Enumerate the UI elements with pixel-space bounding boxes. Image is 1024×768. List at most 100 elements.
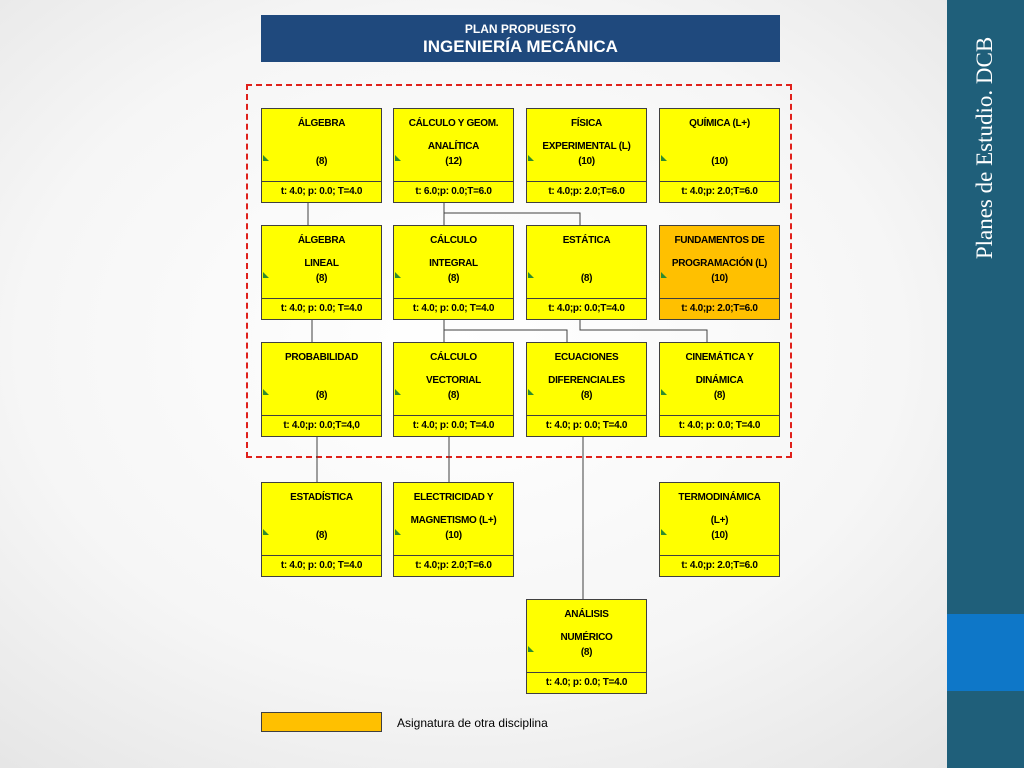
- course-hours: t: 4.0; p: 0.0; T=4.0: [527, 415, 646, 436]
- course-name-line2: LINEAL: [304, 258, 339, 269]
- course-name: CINEMÁTICA Y: [685, 352, 754, 363]
- comment-marker-icon: [661, 529, 667, 535]
- comment-marker-icon: [661, 389, 667, 395]
- course-name: CÁLCULO Y GEOM.: [408, 118, 499, 129]
- course-name-line2: INTEGRAL: [429, 258, 478, 269]
- header-subtitle: PLAN PROPUESTO: [464, 22, 577, 36]
- course-hours: t: 4.0;p: 2.0;T=6.0: [660, 181, 779, 202]
- course-name: CÁLCULO: [430, 235, 477, 246]
- course-credits: (8): [315, 390, 328, 401]
- course-name: ESTADÍSTICA: [290, 492, 353, 503]
- header-title: INGENIERÍA MECÁNICA: [423, 37, 618, 56]
- course-name-line2: PROGRAMACIÓN (L): [671, 258, 768, 269]
- course-name-line2: ANALÍTICA: [427, 141, 480, 152]
- connector-estatica: [444, 212, 581, 225]
- sidebar-accent-block: [947, 614, 1024, 691]
- prerequisite-connectors: [307, 202, 708, 599]
- course-hours: t: 4.0;p: 2.0;T=6.0: [527, 181, 646, 202]
- course-fundamentos-programacion: FUNDAMENTOS DE PROGRAMACIÓN (L) (10) t: …: [659, 225, 780, 320]
- plan-header: PLAN PROPUESTO INGENIERÍA MECÁNICA: [261, 15, 780, 62]
- course-credits: (8): [713, 390, 726, 401]
- course-hours: t: 4.0; p: 0.0; T=4.0: [394, 415, 513, 436]
- course-hours: t: 6.0;p: 0.0;T=6.0: [394, 181, 513, 202]
- course-calculo-integral: CÁLCULO INTEGRAL (8) t: 4.0; p: 0.0; T=4…: [393, 225, 514, 320]
- course-probabilidad: PROBABILIDAD (8) t: 4.0;p: 0.0;T=4,0: [261, 342, 382, 437]
- course-calculo-vectorial: CÁLCULO VECTORIAL (8) t: 4.0; p: 0.0; T=…: [393, 342, 514, 437]
- course-name: TERMODINÁMICA: [678, 492, 761, 503]
- course-algebra-lineal: ÁLGEBRA LINEAL (8) t: 4.0; p: 0.0; T=4.0: [261, 225, 382, 320]
- course-credits: (8): [447, 273, 460, 284]
- course-analisis-numerico: ANÁLISIS NUMÉRICO (8) t: 4.0; p: 0.0; T=…: [526, 599, 647, 694]
- sidebar-title-container: Planes de Estudio. DCB: [947, 0, 1024, 768]
- course-hours: t: 4.0;p: 2.0;T=6.0: [394, 555, 513, 576]
- course-hours: t: 4.0;p: 2.0;T=6.0: [660, 298, 779, 319]
- course-ecuaciones-diferenciales: ECUACIONES DIFERENCIALES (8) t: 4.0; p: …: [526, 342, 647, 437]
- course-name-line2: EXPERIMENTAL (L): [542, 141, 631, 152]
- course-credits: (8): [580, 647, 593, 658]
- course-credits: (10): [578, 156, 595, 167]
- course-credits: (8): [580, 273, 593, 284]
- course-credits: (8): [580, 390, 593, 401]
- comment-marker-icon: [528, 155, 534, 161]
- comment-marker-icon: [395, 389, 401, 395]
- course-hours: t: 4.0;p: 0.0;T=4.0: [527, 298, 646, 319]
- course-name: CÁLCULO: [430, 352, 477, 363]
- course-name: ANÁLISIS: [564, 609, 609, 620]
- course-credits: (10): [711, 273, 728, 284]
- course-credits: (10): [711, 530, 728, 541]
- comment-marker-icon: [263, 389, 269, 395]
- course-name: FÍSICA: [571, 118, 602, 129]
- comment-marker-icon: [263, 529, 269, 535]
- course-name: FUNDAMENTOS DE: [674, 235, 765, 246]
- course-algebra: ÁLGEBRA (8) t: 4.0; p: 0.0; T=4.0: [261, 108, 382, 203]
- connector-ecuaciones: [444, 329, 568, 342]
- course-calculo-geom: CÁLCULO Y GEOM. ANALÍTICA (12) t: 6.0;p:…: [393, 108, 514, 203]
- course-name-line2: NUMÉRICO: [560, 632, 613, 643]
- sidebar-title: Planes de Estudio. DCB: [972, 36, 997, 260]
- course-name: PROBABILIDAD: [284, 352, 359, 363]
- course-name: ÁLGEBRA: [297, 235, 346, 246]
- course-estatica: ESTÁTICA (8) t: 4.0;p: 0.0;T=4.0: [526, 225, 647, 320]
- comment-marker-icon: [395, 272, 401, 278]
- course-estadistica: ESTADÍSTICA (8) t: 4.0; p: 0.0; T=4.0: [261, 482, 382, 577]
- course-hours: t: 4.0; p: 0.0; T=4.0: [394, 298, 513, 319]
- course-credits: (8): [315, 273, 328, 284]
- comment-marker-icon: [661, 272, 667, 278]
- legend-swatch: [261, 712, 382, 732]
- course-termodinamica: TERMODINÁMICA (L+) (10) t: 4.0;p: 2.0;T=…: [659, 482, 780, 577]
- course-electricidad-magnetismo: ELECTRICIDAD Y MAGNETISMO (L+) (10) t: 4…: [393, 482, 514, 577]
- comment-marker-icon: [528, 389, 534, 395]
- course-credits: (8): [447, 390, 460, 401]
- course-hours: t: 4.0; p: 0.0; T=4.0: [660, 415, 779, 436]
- comment-marker-icon: [661, 155, 667, 161]
- course-hours: t: 4.0; p: 0.0; T=4.0: [527, 672, 646, 693]
- course-quimica: QUÍMICA (L+) (10) t: 4.0;p: 2.0;T=6.0: [659, 108, 780, 203]
- course-name: ECUACIONES: [554, 352, 619, 363]
- comment-marker-icon: [395, 529, 401, 535]
- comment-marker-icon: [528, 646, 534, 652]
- first-semesters-region: [246, 84, 792, 458]
- connector-cinematica: [579, 319, 708, 342]
- course-credits: (10): [711, 156, 728, 167]
- course-name-line2: (L+): [710, 515, 729, 526]
- course-cinematica-dinamica: CINEMÁTICA Y DINÁMICA (8) t: 4.0; p: 0.0…: [659, 342, 780, 437]
- course-name: QUÍMICA (L+): [689, 118, 750, 129]
- comment-marker-icon: [263, 272, 269, 278]
- course-hours: t: 4.0; p: 0.0; T=4.0: [262, 298, 381, 319]
- course-hours: t: 4.0; p: 0.0; T=4.0: [262, 181, 381, 202]
- course-name-line2: MAGNETISMO (L+): [410, 515, 497, 526]
- course-name: ÁLGEBRA: [297, 118, 346, 129]
- course-hours: t: 4.0;p: 0.0;T=4,0: [262, 415, 381, 436]
- course-hours: t: 4.0;p: 2.0;T=6.0: [660, 555, 779, 576]
- course-hours: t: 4.0; p: 0.0; T=4.0: [262, 555, 381, 576]
- legend-label: Asignatura de otra disciplina: [397, 716, 548, 730]
- course-name-line2: DINÁMICA: [695, 375, 744, 386]
- course-name: ESTÁTICA: [562, 235, 611, 246]
- course-credits: (12): [445, 156, 462, 167]
- course-name-line2: DIFERENCIALES: [548, 375, 625, 386]
- comment-marker-icon: [395, 155, 401, 161]
- course-credits: (8): [315, 156, 328, 167]
- course-name: ELECTRICIDAD Y: [413, 492, 494, 503]
- comment-marker-icon: [528, 272, 534, 278]
- course-credits: (8): [315, 530, 328, 541]
